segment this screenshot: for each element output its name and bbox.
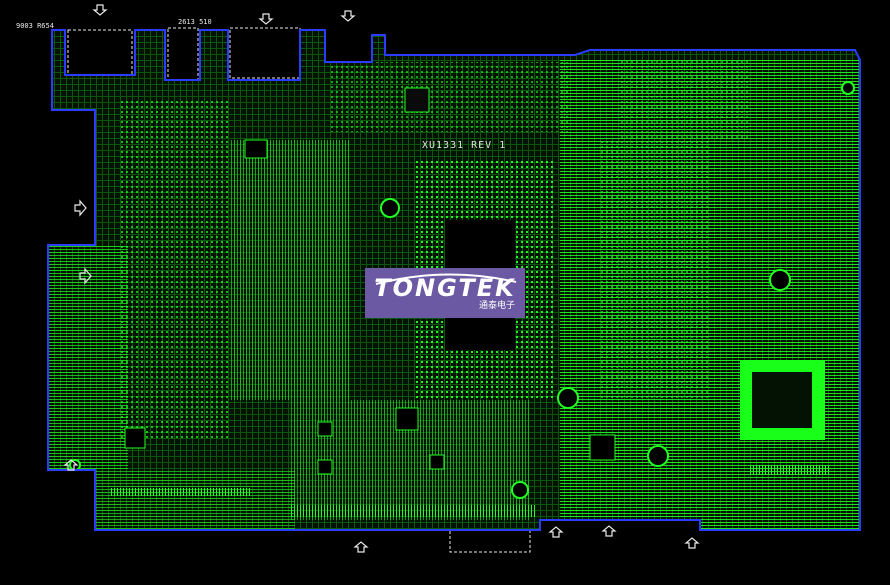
tongtek-logo: TONGTEK 通泰电子 <box>365 268 525 318</box>
board-revision-label: XU1331 REV 1 <box>422 140 507 151</box>
arrow-markers <box>63 4 700 553</box>
silkscreen-label: 2613 510 <box>178 18 212 26</box>
logo-subtitle: 通泰电子 <box>478 301 515 311</box>
logo-swoosh-icon <box>375 273 517 285</box>
silkscreen-label: 9003 R654 <box>16 22 54 30</box>
